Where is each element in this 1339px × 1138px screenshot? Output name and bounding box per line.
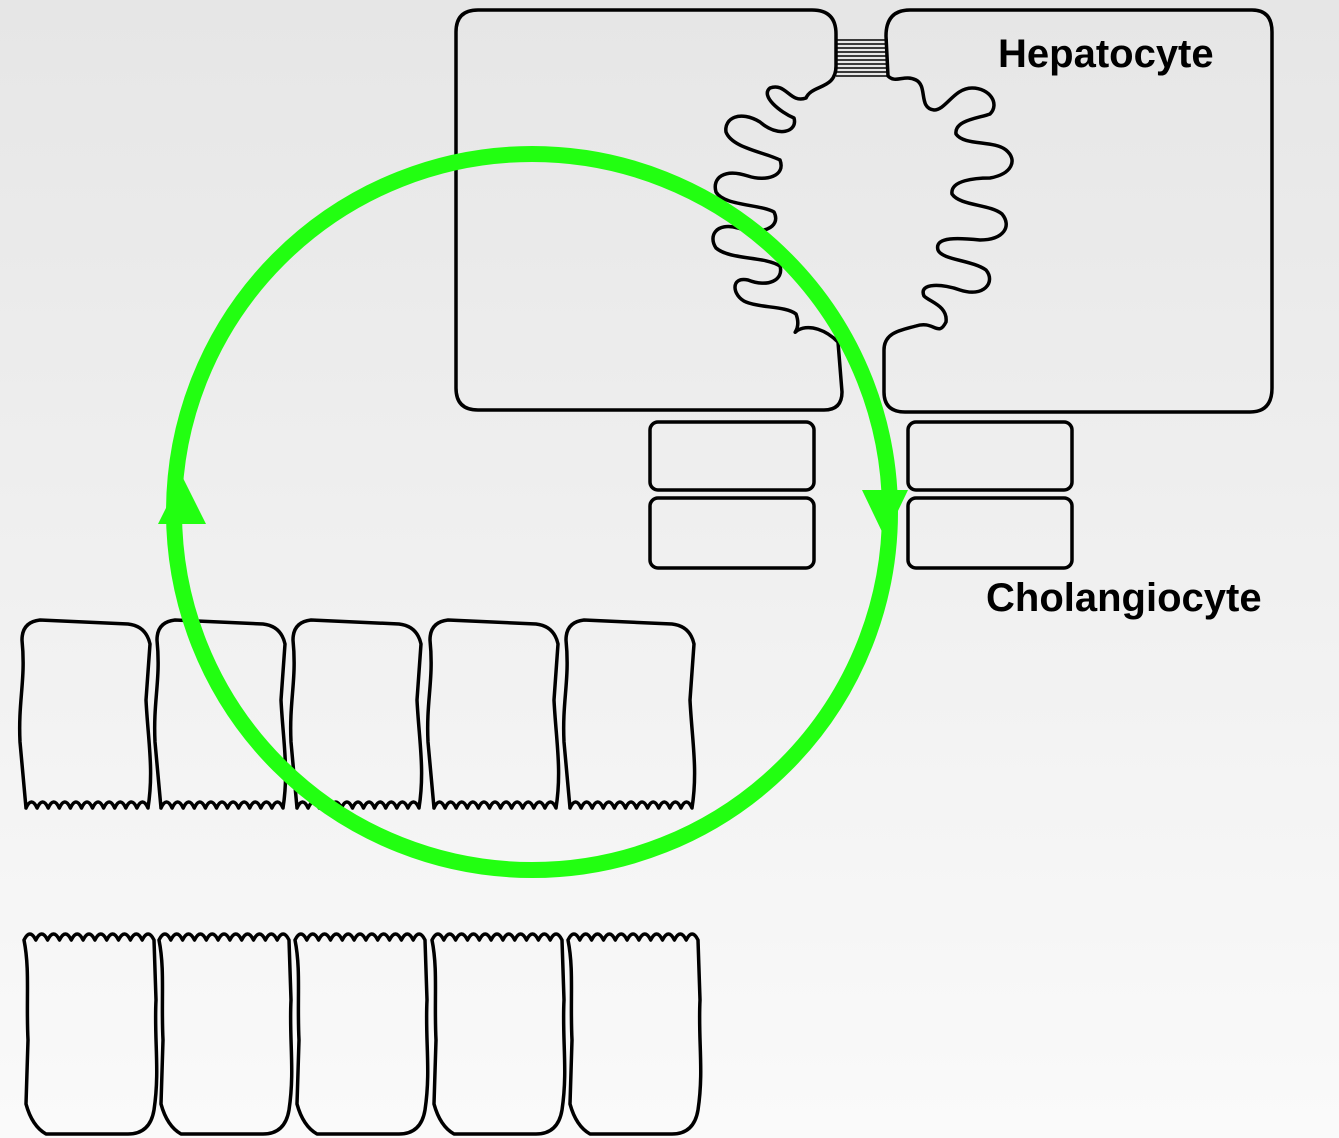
hepatocyte-label: Hepatocyte [998, 32, 1214, 77]
hepatocyte-left [456, 10, 842, 410]
enterocyte-lower [159, 934, 292, 1134]
cholangiocyte-cell [650, 498, 814, 568]
enterocyte-upper [20, 620, 151, 808]
enterocyte-upper [291, 620, 422, 808]
arrow-head-down [862, 490, 908, 538]
circulation-cycle [174, 154, 890, 870]
enterocyte-lower [295, 934, 428, 1134]
arrow-head-up [158, 476, 206, 524]
cholangiocyte-cell [650, 422, 814, 490]
cholangiocyte-label: Cholangiocyte [986, 576, 1262, 621]
enterocyte-upper [428, 620, 559, 808]
cholangiocyte-cell [908, 498, 1072, 568]
enterocyte-lower [24, 934, 157, 1134]
enterocyte-lower [568, 934, 701, 1134]
intestinal-epithelium-upper [20, 620, 695, 808]
enterocyte-upper [564, 620, 695, 808]
enterocyte-lower [432, 934, 565, 1134]
enterocyte-upper [155, 620, 286, 808]
intestinal-epithelium-lower [24, 934, 701, 1134]
tight-junction [836, 40, 888, 76]
cholangiocyte-cell [908, 422, 1072, 490]
